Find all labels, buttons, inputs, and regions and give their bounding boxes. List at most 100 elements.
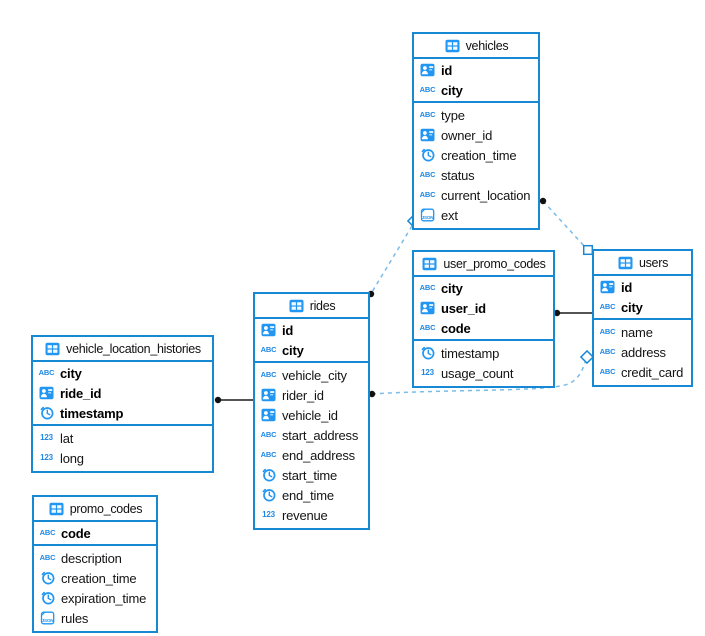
key-field-row[interactable]: id (594, 277, 691, 297)
field-row[interactable]: owner_id (414, 125, 538, 145)
key-field-row[interactable]: id (414, 60, 538, 80)
table-icon (444, 38, 461, 53)
field-name: owner_id (441, 127, 493, 143)
table-icon (288, 298, 305, 313)
edge-endpoint-dot (214, 396, 222, 404)
key-field-row[interactable]: user_id (414, 298, 553, 318)
field-row[interactable]: expiration_time (34, 588, 156, 608)
timestamp-type-icon (419, 148, 436, 163)
field-name: vehicle_id (282, 407, 338, 423)
edge-endpoint-dot (553, 309, 561, 317)
field-name: rules (61, 610, 89, 626)
field-name: city (60, 365, 82, 381)
key-field-row[interactable]: ABC code (414, 318, 553, 338)
text-type-icon: ABC (39, 528, 56, 538)
field-row[interactable]: rider_id (255, 385, 368, 405)
key-field-row[interactable]: ride_id (33, 383, 212, 403)
key-field-row[interactable]: timestamp (33, 403, 212, 423)
field-row[interactable]: ABC credit_card (594, 362, 691, 382)
text-type-icon: ABC (419, 323, 436, 333)
number-type-icon: 123 (262, 510, 275, 519)
field-name: long (60, 450, 84, 466)
timestamp-type-icon (39, 571, 56, 586)
field-name: status (441, 167, 475, 183)
table-icon (44, 341, 61, 356)
field-name: name (621, 324, 653, 340)
field-name: id (282, 322, 294, 338)
table-icon (421, 256, 438, 271)
text-type-icon: ABC (599, 347, 616, 357)
field-row[interactable]: JSON rules (34, 608, 156, 628)
text-type-icon: ABC (260, 370, 277, 380)
table-header[interactable]: users (594, 251, 691, 276)
timestamp-type-icon (39, 591, 56, 606)
field-name: code (61, 525, 91, 541)
field-name: end_address (282, 447, 355, 463)
text-type-icon: ABC (419, 190, 436, 200)
field-name: ride_id (60, 385, 102, 401)
table-header[interactable]: rides (255, 294, 368, 319)
field-name: ext (441, 207, 458, 223)
field-row[interactable]: start_time (255, 465, 368, 485)
field-row[interactable]: timestamp (414, 343, 553, 363)
table-title: users (638, 255, 669, 270)
field-name: creation_time (61, 570, 137, 586)
text-type-icon: ABC (599, 367, 616, 377)
table-header[interactable]: promo_codes (34, 497, 156, 522)
key-field-row[interactable]: id (255, 320, 368, 340)
field-row[interactable]: vehicle_id (255, 405, 368, 425)
table-header[interactable]: user_promo_codes (414, 252, 553, 277)
field-name: credit_card (621, 364, 684, 380)
field-name: user_id (441, 300, 486, 316)
number-type-icon: 123 (40, 453, 53, 462)
field-name: start_address (282, 427, 359, 443)
field-name: type (441, 107, 465, 123)
field-name: start_time (282, 467, 338, 483)
field-name: id (621, 279, 633, 295)
id-field-icon (38, 386, 55, 401)
field-name: code (441, 320, 471, 336)
field-row[interactable]: creation_time (414, 145, 538, 165)
key-field-row[interactable]: ABC code (34, 523, 156, 543)
field-row[interactable]: 123 long (33, 448, 212, 468)
table-header[interactable]: vehicle_location_histories (33, 337, 212, 362)
field-row[interactable]: creation_time (34, 568, 156, 588)
field-name: rider_id (282, 387, 324, 403)
timestamp-type-icon (260, 468, 277, 483)
field-row[interactable]: end_time (255, 485, 368, 505)
svg-text:JSON: JSON (42, 618, 55, 623)
table-title: vehicles (465, 38, 509, 53)
edge-vehicles-users (539, 197, 594, 256)
table-header[interactable]: vehicles (414, 34, 538, 59)
